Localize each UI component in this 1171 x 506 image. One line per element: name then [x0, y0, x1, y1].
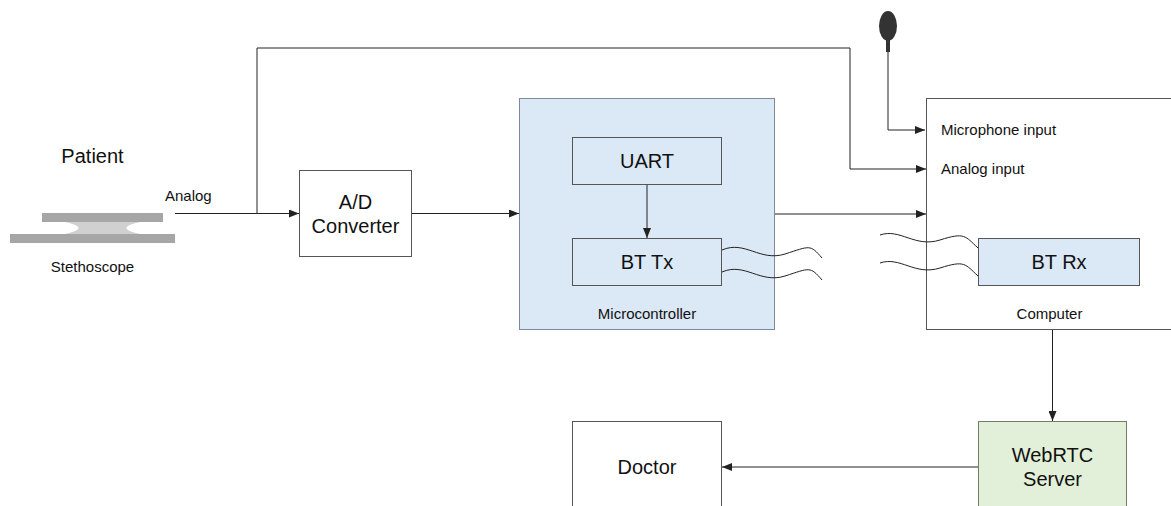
- edge-label: Analog: [163, 187, 214, 205]
- node-text: WebRTC Server: [987, 443, 1118, 491]
- node-text: Analog input: [941, 160, 1024, 178]
- connector-arrow: [647, 185, 648, 238]
- connector-arrow: [775, 214, 926, 215]
- process-box: A/D Converter: [299, 170, 412, 257]
- process-box: BT Rx: [978, 238, 1140, 286]
- process-box: BT Tx: [572, 238, 722, 286]
- microphone-icon: [879, 11, 897, 52]
- node-text: Microcontroller: [520, 305, 774, 323]
- node-text: Stethoscope: [10, 258, 175, 276]
- server-box: WebRTC Server: [978, 421, 1127, 506]
- node-text: Computer: [927, 305, 1171, 323]
- node-text: Doctor: [581, 455, 713, 479]
- node-text: Microphone input: [941, 121, 1056, 139]
- connector-arrow: [1052, 330, 1053, 421]
- connector-arrow: [412, 213, 519, 214]
- process-box: Doctor: [572, 421, 722, 506]
- node-text: Patient: [10, 144, 175, 168]
- node-text: BT Rx: [987, 250, 1131, 274]
- node-text: A/D Converter: [308, 190, 403, 238]
- bluetooth-waves: [722, 233, 978, 280]
- node-text: UART: [581, 149, 713, 173]
- computer-box: Microphone inputAnalog inputComputer BT R…: [926, 98, 1171, 330]
- connector-arrow: [722, 467, 978, 468]
- process-box: UART: [572, 137, 722, 185]
- stethoscope-illustration: PatientStethoscope: [10, 140, 175, 280]
- microphone-wire: [888, 52, 925, 130]
- node-text: BT Tx: [581, 250, 713, 274]
- connector-arrow: [175, 48, 926, 214]
